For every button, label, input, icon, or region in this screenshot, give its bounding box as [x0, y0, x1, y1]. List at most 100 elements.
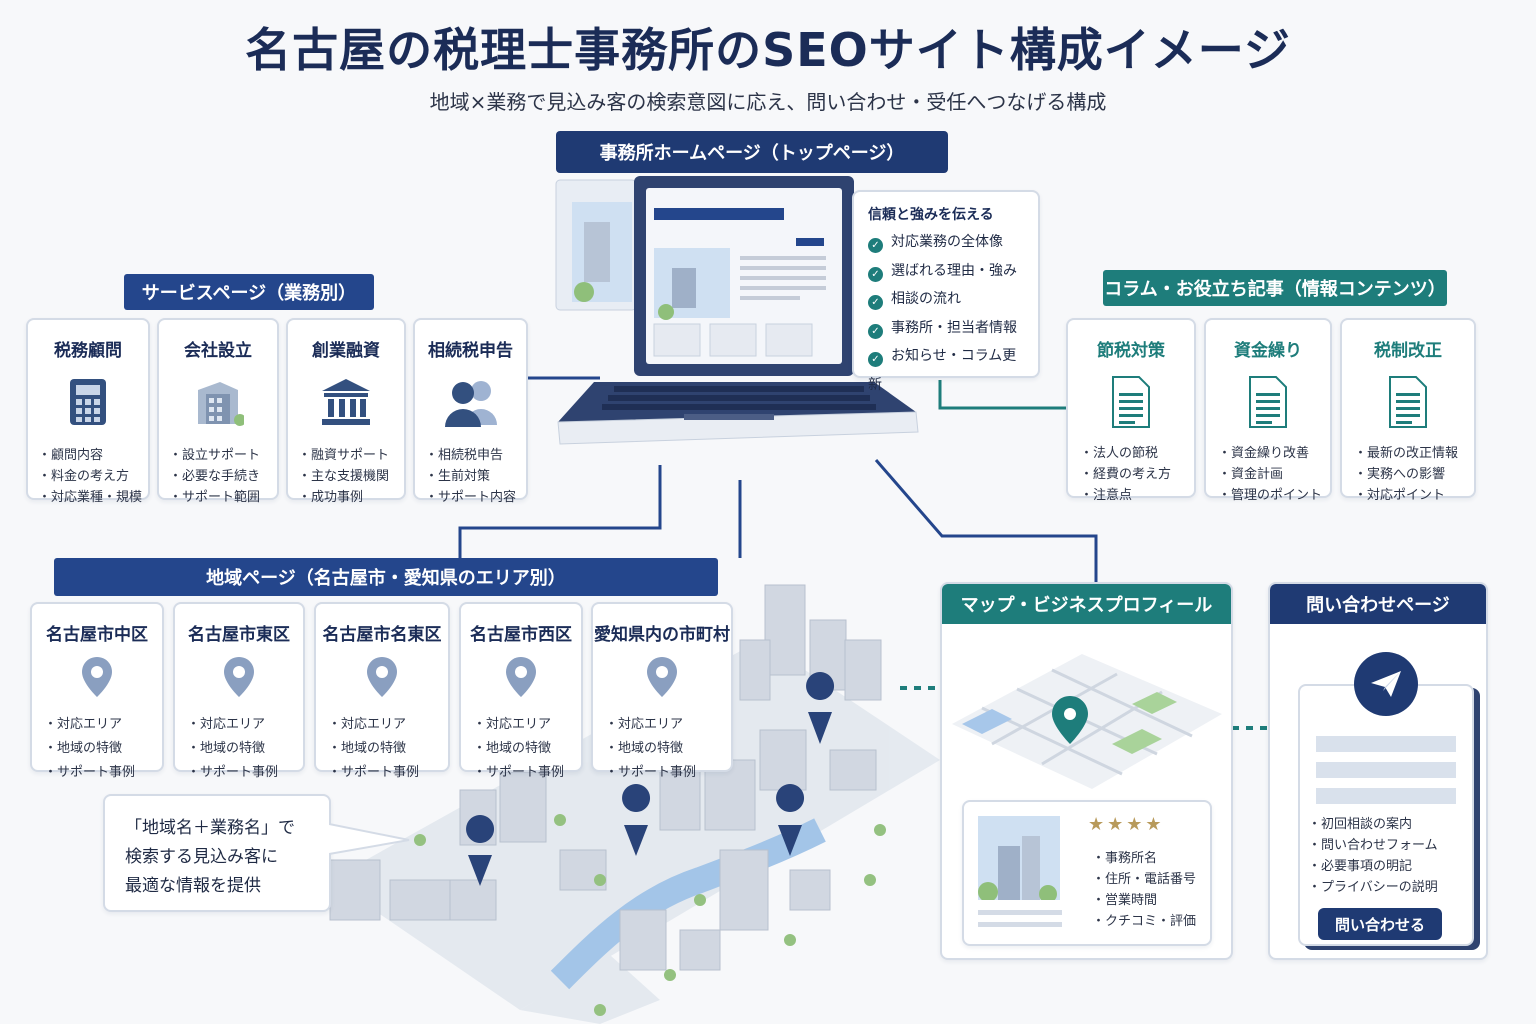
- map-pin-icon: [367, 657, 397, 697]
- trust-strengths-box: 信頼と強みを伝える ✓対応業務の全体像 ✓選ばれる理由・強み ✓相談の流れ ✓事…: [852, 190, 1040, 393]
- map-pin-icon: [647, 657, 677, 697]
- list-item: 地域の特徴: [605, 737, 731, 761]
- map-profile-panel[interactable]: マップ・ビジネスプロフィール ★★★★ 事務所名 住所・電話番号 営業時間 クチ…: [940, 582, 1233, 960]
- list-item: 地域の特徴: [328, 737, 448, 761]
- list-item: 地域の特徴: [473, 737, 581, 761]
- list-item: 最新の改正情報: [1354, 443, 1474, 464]
- check-icon: ✓: [868, 266, 883, 282]
- service-card-incorporation[interactable]: 会社設立 設立サポート 必要な手続き サポート範囲: [157, 318, 279, 505]
- map-pin-icon: [224, 657, 254, 697]
- contact-submit-button[interactable]: 問い合わせる: [1318, 908, 1442, 940]
- list-item: サポート事例: [44, 761, 162, 785]
- send-icon: [1354, 652, 1418, 716]
- contact-panel[interactable]: 問い合わせページ 初回相談の案内 問い合わせフォーム 必要事項の明記 プライバシ…: [1268, 582, 1488, 960]
- list-item: 注意点: [1080, 485, 1194, 506]
- list-item: 地域の特徴: [44, 737, 162, 761]
- list-item: 地域の特徴: [187, 737, 303, 761]
- service-card-inheritance-tax[interactable]: 相続税申告 相続税申告 生前対策 サポート内容: [413, 318, 528, 505]
- calculator-icon: [70, 379, 106, 425]
- callout-line: 「地域名＋業務名」で: [125, 818, 295, 838]
- list-item: サポート内容: [425, 487, 526, 508]
- contact-header: 問い合わせページ: [1270, 584, 1486, 624]
- check-icon: ✓: [868, 352, 883, 367]
- callout-pointer: [329, 823, 410, 855]
- search-intent-callout: 「地域名＋業務名」で 検索する見込み客に 最適な情報を提供: [103, 794, 331, 912]
- column-card-cash-flow[interactable]: 資金繰り 資金繰り改善 資金計画 管理のポイント: [1204, 318, 1332, 503]
- card-title: 名古屋市東区: [188, 625, 290, 645]
- region-card-naka[interactable]: 名古屋市中区 対応エリア 地域の特徴 サポート事例: [30, 602, 164, 780]
- bank-icon: [322, 379, 370, 425]
- document-icon: [1389, 376, 1427, 428]
- card-title: 税務顧問: [54, 341, 122, 361]
- list-item: 顧問内容: [38, 445, 148, 466]
- list-item: 問い合わせフォーム: [1308, 835, 1438, 856]
- list-item: サポート事例: [328, 761, 448, 785]
- card-title: 愛知県内の市町村: [594, 625, 730, 645]
- list-item: 資金繰り改善: [1218, 443, 1330, 464]
- list-item: 管理のポイント: [1218, 485, 1330, 506]
- page-subtitle: 地域×業務で見込み客の検索意図に応え、問い合わせ・受任へつなげる構成: [429, 90, 1107, 114]
- business-profile-card: ★★★★ 事務所名 住所・電話番号 営業時間 クチコミ・評価: [962, 800, 1212, 946]
- card-title: 節税対策: [1097, 341, 1165, 361]
- region-card-aichi-municipalities[interactable]: 愛知県内の市町村 対応エリア 地域の特徴 サポート事例: [591, 602, 733, 780]
- list-item: 必要事項の明記: [1308, 856, 1438, 877]
- check-icon: ✓: [868, 295, 883, 310]
- region-card-meito[interactable]: 名古屋市名東区 対応エリア 地域の特徴 サポート事例: [314, 602, 450, 780]
- map-pin-icon: [506, 657, 536, 697]
- list-item: 対応ポイント: [1354, 485, 1474, 506]
- city-illustration: [329, 584, 940, 1024]
- list-item: 生前対策: [425, 466, 526, 487]
- regions-header: 地域ページ（名古屋市・愛知県のエリア別）: [54, 558, 718, 596]
- list-item: サポート事例: [605, 761, 731, 785]
- list-item: 経費の考え方: [1080, 464, 1194, 485]
- service-card-startup-loan[interactable]: 創業融資 融資サポート 主な支援機関 成功事例: [286, 318, 406, 505]
- list-item: ✓選ばれる理由・強み: [868, 257, 1024, 286]
- list-item: 初回相談の案内: [1308, 814, 1438, 835]
- region-card-higashi[interactable]: 名古屋市東区 対応エリア 地域の特徴 サポート事例: [173, 602, 305, 780]
- list-item: サポート事例: [187, 761, 303, 785]
- column-card-tax-saving[interactable]: 節税対策 法人の節税 経費の考え方 注意点: [1066, 318, 1196, 503]
- card-title: 名古屋市名東区: [322, 625, 442, 645]
- column-card-tax-reform[interactable]: 税制改正 最新の改正情報 実務への影響 対応ポイント: [1340, 318, 1476, 503]
- rating-stars: ★★★★: [1088, 814, 1165, 835]
- list-item: 料金の考え方: [38, 466, 148, 487]
- laptop-illustration: [555, 176, 919, 445]
- building-icon: [198, 382, 244, 426]
- trust-list: ✓対応業務の全体像 ✓選ばれる理由・強み ✓相談の流れ ✓事務所・担当者情報 ✓…: [868, 228, 1024, 399]
- list-item: 必要な手続き: [169, 466, 277, 487]
- card-title: 名古屋市西区: [470, 625, 572, 645]
- list-item: 対応エリア: [328, 713, 448, 737]
- service-card-tax-advisory[interactable]: 税務顧問 顧問内容 料金の考え方 対応業種・規模: [26, 318, 150, 505]
- list-item: 住所・電話番号: [1092, 869, 1196, 890]
- card-title: 創業融資: [312, 341, 380, 361]
- list-item: 対応エリア: [605, 713, 731, 737]
- page-title: 名古屋の税理士事務所のSEOサイト構成イメージ: [245, 23, 1291, 77]
- check-icon: ✓: [868, 238, 883, 253]
- list-item: 資金計画: [1218, 464, 1330, 485]
- list-item: プライバシーの説明: [1308, 877, 1438, 898]
- list-item: クチコミ・評価: [1092, 911, 1196, 932]
- people-icon: [444, 381, 497, 427]
- list-item: サポート範囲: [169, 487, 277, 508]
- card-title: 名古屋市中区: [46, 625, 148, 645]
- list-item: 相続税申告: [425, 445, 526, 466]
- map-pin-icon: [82, 657, 112, 697]
- home-header: 事務所ホームページ（トップページ）: [556, 131, 948, 173]
- list-item: 融資サポート: [298, 445, 404, 466]
- list-item: 主な支援機関: [298, 466, 404, 487]
- list-item: 対応業種・規模: [38, 487, 148, 508]
- document-icon: [1112, 376, 1150, 428]
- list-item: 事務所名: [1092, 848, 1196, 869]
- columns-header: コラム・お役立ち記事（情報コンテンツ）: [1103, 270, 1447, 306]
- list-item: ✓対応業務の全体像: [868, 228, 1024, 257]
- list-item: サポート事例: [473, 761, 581, 785]
- callout-line: 最適な情報を提供: [125, 876, 261, 896]
- check-icon: ✓: [868, 323, 883, 339]
- map-illustration: [952, 654, 1222, 789]
- list-item: 成功事例: [298, 487, 404, 508]
- office-photo-icon: [978, 816, 1060, 900]
- list-item: ✓相談の流れ: [868, 285, 1024, 314]
- trust-title: 信頼と強みを伝える: [868, 207, 994, 223]
- region-card-nishi[interactable]: 名古屋市西区 対応エリア 地域の特徴 サポート事例: [459, 602, 583, 780]
- card-title: 会社設立: [184, 341, 252, 361]
